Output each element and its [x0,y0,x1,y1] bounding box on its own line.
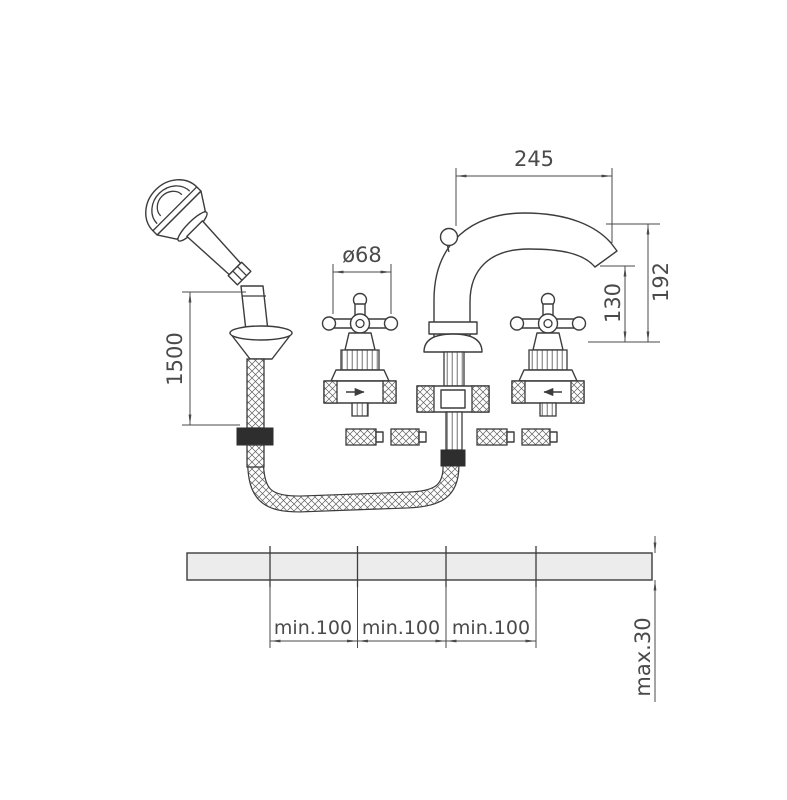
left-valve-handle [321,292,399,382]
dimension-hose-length: 1500 [163,291,246,426]
dimension-label-min100-3: min.100 [452,617,530,639]
dimension-label-max30: max.30 [631,617,655,696]
dimension-spout-reach: 245 [455,147,613,243]
right-valve-handle [509,292,587,382]
right-valve-body [511,380,585,417]
hand-shower-connector [240,285,269,332]
dimension-label-130: 130 [601,283,625,323]
dimension-handle-diameter: ø68 [332,243,392,314]
dimension-label-1500: 1500 [163,332,187,385]
dimension-label-min100-2: min.100 [362,617,440,639]
dimension-hole-spacings: min.100 min.100 min.100 [269,587,537,648]
dimension-total-height: 192 [588,223,673,343]
supply-fittings-left [345,428,427,446]
dimension-outlet-height: 130 [600,265,635,342]
dimension-label-192: 192 [649,262,673,302]
shower-cradle [229,325,293,360]
spout [423,212,618,353]
mounting-deck [186,546,653,587]
dimension-label-245: 245 [514,147,554,171]
shower-hose-vertical [236,358,274,468]
diverter-knob [439,227,459,247]
dimension-deck-thickness: max.30 [631,536,657,702]
left-valve-body [323,380,397,417]
dimension-label-min100-1: min.100 [274,617,352,639]
shower-hose-curve [247,459,460,513]
spout-underdeck-body [416,351,490,467]
supply-fittings-right [476,428,558,446]
hand-shower [145,179,252,286]
dimension-label-diameter: ø68 [342,243,382,267]
